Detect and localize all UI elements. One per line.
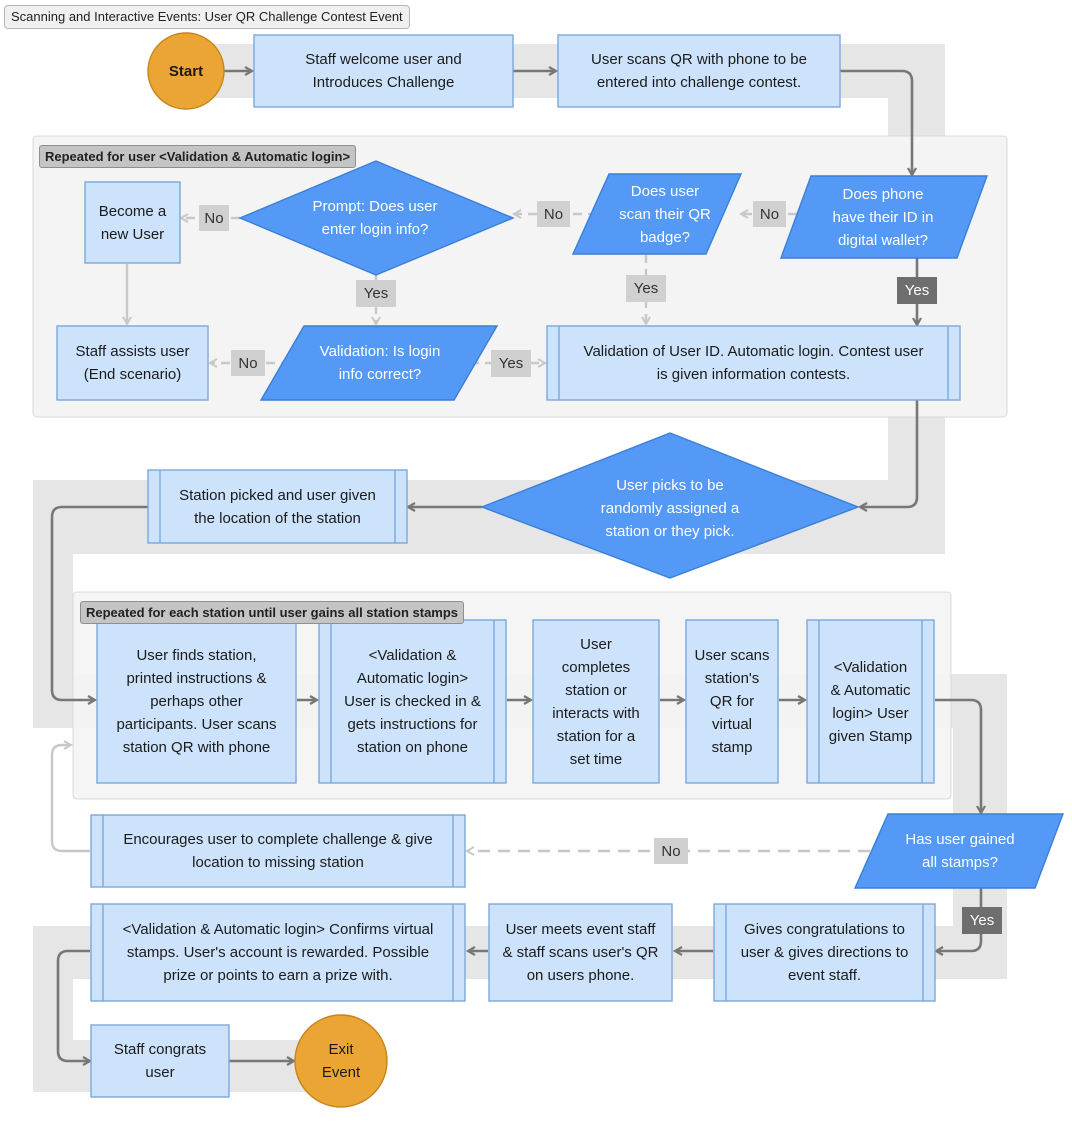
edge-encourages-loop [50,745,90,853]
edge-label-yes-login: Yes [491,350,531,377]
group-validation-label: Repeated for user <Validation & Automati… [39,145,357,168]
edge-confirms-staffcongrats [56,949,90,1061]
node-exit [294,1014,388,1108]
edge-scan-wallet [840,69,912,175]
edge-label-no-wallet: No [753,201,786,227]
node-station-picked [147,469,408,544]
node-completes [532,619,660,784]
edge-stamp-allstamps [935,698,981,813]
node-meets-staff [488,903,673,1002]
edge-allstamps-congrats [936,888,983,951]
input-decisions [259,173,1065,889]
node-validation-id [546,325,961,401]
solid-connectors [50,69,983,1061]
node-wallet [779,175,989,259]
process-nodes [56,34,961,1098]
diagram-title: Scanning and Interactive Events: User QR… [4,5,410,29]
edge-label-yes-stamps: Yes [962,907,1002,934]
edge-station-finds [50,505,148,700]
node-staff-assist [56,325,209,401]
node-start [147,32,225,110]
edge-label-no-badge: No [537,201,570,227]
edge-label-yes-badge: Yes [626,275,666,302]
node-staff-congrats [90,1024,230,1098]
node-badge [571,173,743,255]
node-confirms [90,903,466,1002]
node-scans-station [685,619,779,784]
node-given-stamp [806,619,935,784]
node-encourages [90,814,466,888]
edge-label-yes-prompt: Yes [356,280,396,307]
node-scan-qr [557,34,841,108]
node-welcome [253,34,514,108]
edge-validation-pick [860,400,919,507]
node-prompt [238,160,515,276]
subprocess-marks [102,326,949,1001]
node-pick-station [480,432,860,579]
edge-label-no-prompt: No [199,205,229,231]
edge-label-no-login: No [231,350,265,376]
node-all-stamps [853,813,1065,889]
edge-label-yes-wallet: Yes [897,277,937,304]
node-checked-in [318,619,507,784]
node-new-user [84,181,181,264]
group-stations-label: Repeated for each station until user gai… [80,601,465,624]
edge-label-no-stamps: No [654,838,688,864]
node-finds-station [96,619,297,784]
decision-diamonds [238,160,860,579]
node-congrats-directions [713,903,936,1002]
node-login-correct [259,325,499,401]
